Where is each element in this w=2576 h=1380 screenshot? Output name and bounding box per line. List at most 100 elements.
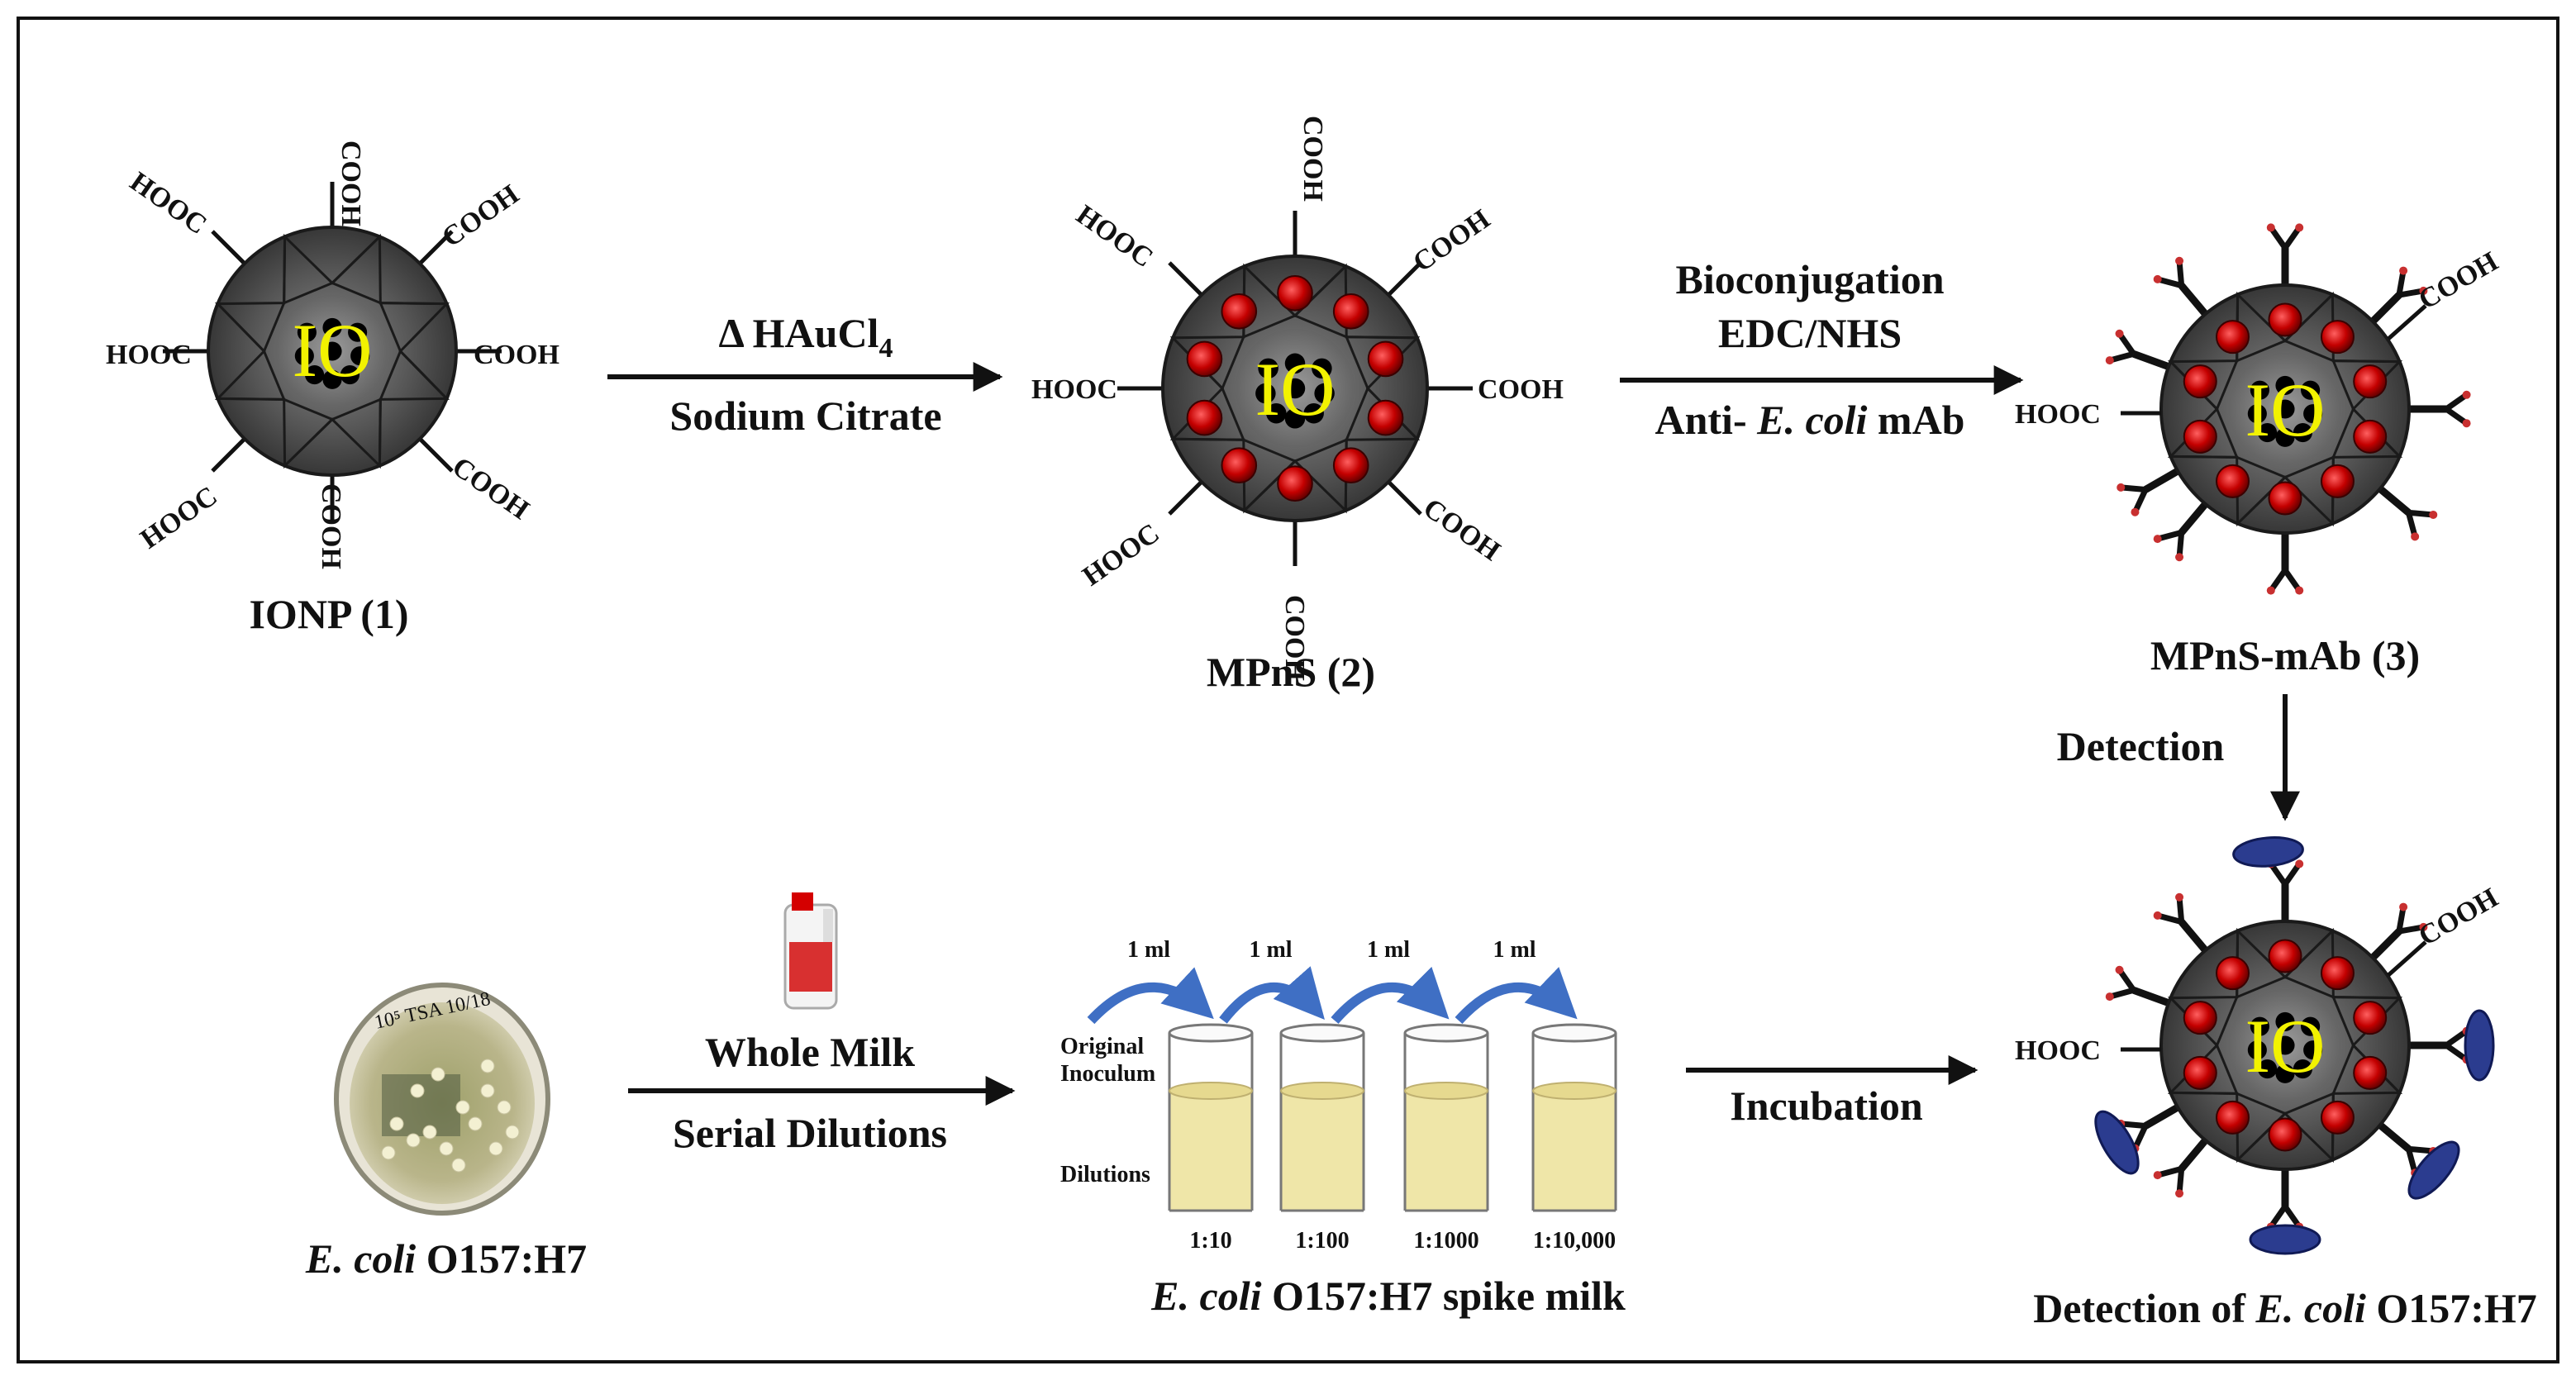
core-dot [2247, 1040, 2267, 1060]
gold-nanoparticle [1367, 399, 1404, 436]
bacterial-colony [455, 1100, 470, 1115]
core-dot [2258, 1059, 2278, 1079]
hooc-label: HOOC [124, 166, 212, 240]
ligand-line [1387, 480, 1422, 516]
detection-caption: Detection of E. coli O157:H7 [2033, 1285, 2537, 1331]
gold-nanoparticle [2183, 364, 2217, 399]
milk-jug-icon [783, 892, 838, 1010]
antibody-tip [2175, 892, 2184, 902]
liquid-surface [1280, 1082, 1364, 1100]
mpns-caption: MPnS (2) [1207, 649, 1375, 695]
antibody-label: Anti- E. coli mAb [1655, 397, 1964, 443]
gold-nanoparticles [2183, 939, 2388, 1152]
mpns-particle: IO HOOC COOH COOH COOH HOOC COOH HOOC CO… [1031, 116, 1564, 681]
liquid-surface [1169, 1082, 1253, 1100]
hooc-label: HOOC [2015, 399, 2101, 430]
facet-line [2215, 339, 2355, 479]
tube-wall [1279, 1033, 1365, 1212]
core-dot [322, 369, 342, 389]
core-dots [1255, 353, 1335, 429]
detection-particle: IO HOOC COOH [2015, 836, 2503, 1255]
bacterial-colony [451, 1158, 466, 1173]
dilution-ratio: 1:10,000 [1533, 1228, 1616, 1254]
dilution-ratio: 1:100 [1295, 1228, 1349, 1254]
antibody-tip [2117, 483, 2126, 492]
bacterial-colony [488, 1141, 503, 1156]
antibody-tip [2419, 286, 2428, 295]
core-dots [2247, 375, 2323, 447]
gold-nanoparticle [2216, 1100, 2250, 1135]
antibody-tip [2153, 911, 2162, 920]
antibody-tip [2295, 859, 2304, 868]
gold-nanoparticle [1186, 399, 1223, 436]
milk-sample [1281, 1091, 1364, 1211]
mpns-mab-particle: IO HOOC COOH [2015, 223, 2503, 595]
liquid-surface [1532, 1082, 1617, 1100]
core-dot [1266, 403, 1287, 424]
antibody-tip [2399, 902, 2408, 911]
antibody-tip [2266, 586, 2275, 595]
gold-nanoparticle [2320, 956, 2355, 991]
transfer-arrow [1219, 966, 1325, 1024]
gold-nanoparticle [2353, 1001, 2388, 1035]
gold-nanoparticles [2183, 302, 2388, 516]
hooc-label: HOOC [1077, 518, 1164, 592]
cooh-label: COOH [1298, 116, 1328, 202]
gold-nanoparticle [2183, 1001, 2217, 1035]
io-label: IO [2245, 1004, 2325, 1088]
dilution-ratio: 1:1000 [1413, 1228, 1478, 1254]
transfer-arrow [1455, 967, 1578, 1025]
ligand-line [418, 230, 454, 265]
antibody-arm [2283, 226, 2302, 250]
core-dot [2301, 1016, 2321, 1036]
tube-wall [1403, 1033, 1489, 1212]
bacterium [2464, 1009, 2495, 1082]
gold-nanoparticle [2268, 939, 2302, 973]
antibody-arm [2117, 331, 2136, 356]
ligand-line [1168, 261, 1203, 297]
liquid-surface [1404, 1082, 1488, 1100]
transfer-arrow [1087, 967, 1214, 1025]
cooh-label: COOH [336, 140, 366, 226]
bacterium [2407, 1140, 2460, 1200]
ligand-line [2387, 940, 2427, 977]
tube-top [1279, 1023, 1365, 1043]
antibody-tip [2153, 274, 2162, 283]
ligand-line [211, 230, 246, 265]
cooh-label: COOH [316, 483, 346, 569]
transfer-arrow [1331, 966, 1450, 1024]
core-dot [2293, 1059, 2312, 1079]
core-dot [2303, 1040, 2323, 1060]
gold-nanoparticle [1367, 340, 1404, 378]
antibody-arm [2268, 226, 2288, 250]
edc-nhs-label: EDC/NHS [1718, 310, 1902, 356]
io-label: IO [1255, 347, 1335, 431]
core-dots [2247, 1011, 2323, 1083]
facet-line [1221, 314, 1369, 463]
core-dot [2303, 404, 2323, 424]
bacterial-colony [410, 1083, 425, 1098]
core-dot [2275, 1011, 2295, 1031]
gold-nanoparticle [2268, 302, 2302, 337]
transfer-volume: 1 ml [1493, 937, 1536, 963]
antibody-tip [2105, 356, 2114, 365]
antibody-tip [2115, 329, 2124, 338]
core-dot [340, 365, 359, 385]
antibody-tip [2175, 553, 2184, 562]
bacteria [2094, 836, 2495, 1255]
antibody-arms [2105, 223, 2471, 595]
antibody-stem [2132, 987, 2170, 1006]
core-dot [2275, 1064, 2295, 1083]
gold-nanoparticle [2268, 1117, 2302, 1152]
core-dot [1258, 358, 1278, 379]
core-dot [1284, 378, 1306, 399]
serial-dilutions-label: Serial Dilutions [673, 1110, 947, 1156]
bacterial-colony [431, 1067, 445, 1082]
whole-milk-label: Whole Milk [705, 1029, 915, 1075]
facet-line [2215, 975, 2355, 1116]
hooc-label: HOOC [1031, 374, 1117, 405]
core-dot [294, 346, 314, 366]
antibody-stem [2369, 928, 2402, 961]
